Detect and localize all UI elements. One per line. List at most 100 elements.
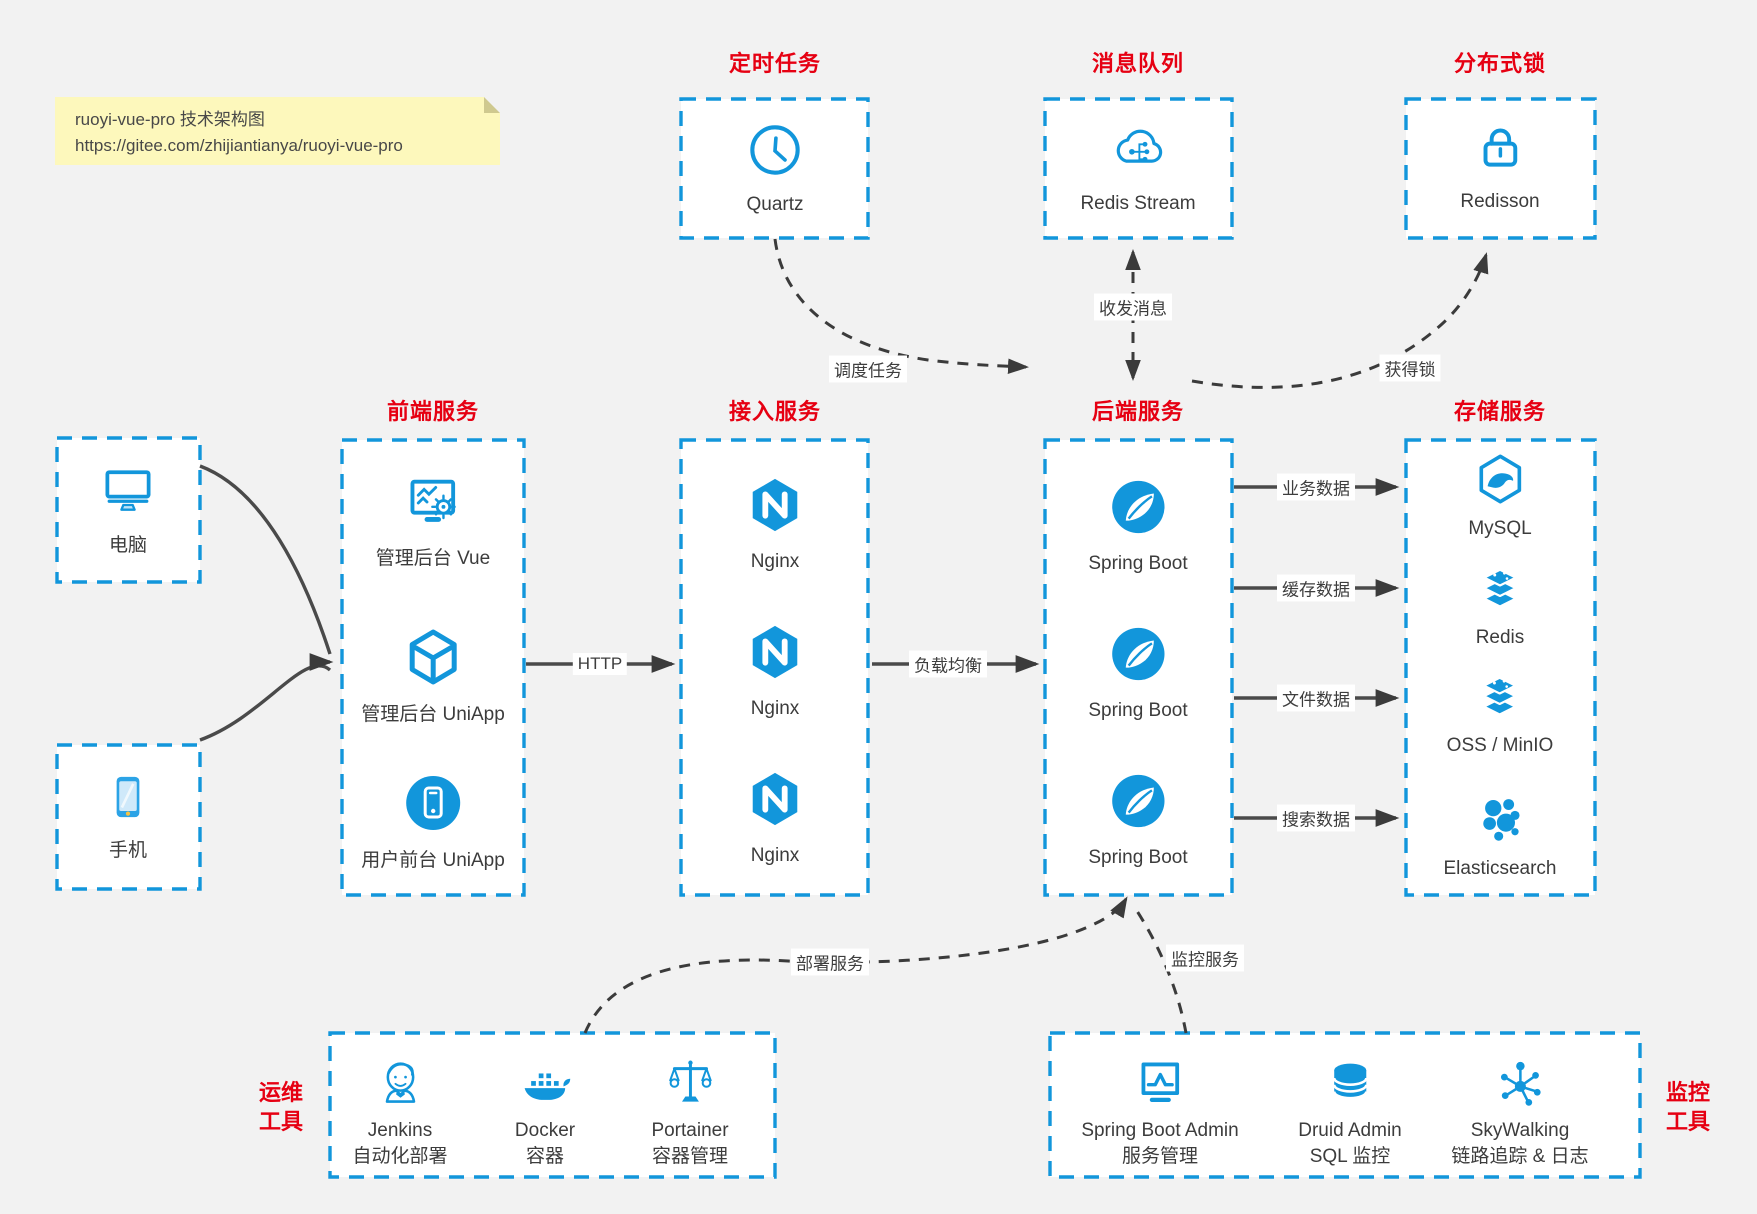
spring-boot-admin-sublabel: 服务管理 bbox=[1121, 1146, 1198, 1167]
user-uniapp-node: 用户前台 UniApp bbox=[361, 771, 505, 874]
redisson-label: Redisson bbox=[1460, 191, 1540, 212]
spring-boot-node-2: Spring Boot bbox=[1088, 623, 1188, 724]
group-title-mq: 消息队列 bbox=[1091, 51, 1185, 76]
redis-node: Redis bbox=[1472, 561, 1528, 651]
load-balance-edge-label: 负载均衡 bbox=[909, 650, 987, 678]
nginx-icon bbox=[752, 625, 798, 679]
mq-box bbox=[1043, 97, 1234, 240]
docker-sublabel: 容器 bbox=[525, 1146, 564, 1167]
database-icon bbox=[1332, 1063, 1368, 1100]
storage-stack-icon bbox=[1483, 676, 1517, 716]
mysql-label: MySQL bbox=[1468, 518, 1532, 539]
ops-side-label-line2: 工具 bbox=[258, 1109, 304, 1134]
skywalking-sublabel: 链路追踪 & 日志 bbox=[1451, 1146, 1589, 1167]
admin-vue-icon bbox=[410, 479, 456, 522]
elasticsearch-icon bbox=[1482, 799, 1520, 841]
group-title-scheduler: 定时任务 bbox=[728, 51, 822, 76]
spring-boot-node-3: Spring Boot bbox=[1088, 770, 1188, 871]
ops-side-label-line1: 运维 bbox=[258, 1080, 304, 1105]
admin-uniapp-label: 管理后台 UniApp bbox=[361, 704, 505, 725]
send-receive-msg-edge-label: 收发消息 bbox=[1094, 293, 1172, 321]
mysql-node: MySQL bbox=[1468, 450, 1532, 542]
deploy-service-arrow bbox=[583, 896, 1128, 1034]
monitor-service-arrow bbox=[1135, 910, 1188, 1034]
lock-icon bbox=[1483, 128, 1517, 167]
oss-minio-node: OSS / MinIO bbox=[1446, 669, 1554, 759]
acquire-lock-arrow bbox=[1191, 252, 1489, 389]
desktop-icon bbox=[105, 470, 151, 511]
nginx-icon bbox=[752, 478, 798, 532]
file-data-edge-label: 文件数据 bbox=[1277, 684, 1355, 712]
note-line2: https://gitee.com/zhijiantianya/ruoyi-vu… bbox=[75, 136, 403, 155]
nginx-label-1: Nginx bbox=[750, 551, 800, 572]
note-line1: ruoyi-vue-pro 技术架构图 bbox=[75, 110, 265, 129]
cloud-stream-icon bbox=[1116, 129, 1162, 163]
portainer-sublabel: 容器管理 bbox=[651, 1146, 729, 1167]
monitoring-side-label: 监控 工具 bbox=[1666, 1078, 1710, 1136]
nginx-icon bbox=[752, 772, 798, 826]
redisson-node: Redisson bbox=[1460, 120, 1540, 215]
scheduler-box bbox=[679, 97, 870, 240]
group-title-frontend: 前端服务 bbox=[386, 399, 480, 424]
redis-stream-node: Redis Stream bbox=[1080, 118, 1196, 217]
search-data-edge-label: 搜索数据 bbox=[1277, 804, 1355, 832]
phone-icon bbox=[116, 776, 140, 818]
druid-admin-sublabel: SQL 监控 bbox=[1309, 1146, 1391, 1167]
user-app-icon bbox=[405, 776, 460, 830]
group-title-storage: 存储服务 bbox=[1453, 399, 1547, 424]
user-uniapp-label: 用户前台 UniApp bbox=[361, 850, 505, 871]
deploy-service-edge-label: 部署服务 bbox=[791, 948, 869, 976]
schedule-task-arrow bbox=[773, 238, 1029, 375]
elasticsearch-label: Elasticsearch bbox=[1443, 858, 1557, 879]
spring-icon bbox=[1111, 774, 1165, 828]
skywalking-label: SkyWalking bbox=[1470, 1120, 1570, 1141]
admin-uniapp-node: 管理后台 UniApp bbox=[361, 625, 505, 728]
monitoring-box bbox=[1048, 1031, 1642, 1179]
spring-boot-admin-label: Spring Boot Admin bbox=[1081, 1120, 1239, 1141]
spring-icon bbox=[1111, 627, 1165, 681]
redis-stream-label: Redis Stream bbox=[1080, 193, 1196, 214]
admin-vue-label: 管理后台 Vue bbox=[375, 548, 491, 569]
spring-boot-label-1: Spring Boot bbox=[1088, 553, 1188, 574]
lock-box bbox=[1404, 97, 1597, 240]
jenkins-icon bbox=[385, 1062, 415, 1103]
computer-label: 电脑 bbox=[108, 535, 147, 556]
ops-side-label: 运维 工具 bbox=[259, 1078, 303, 1136]
jenkins-sublabel: 自动化部署 bbox=[352, 1146, 448, 1167]
oss-minio-label: OSS / MinIO bbox=[1446, 735, 1554, 756]
computer-to-frontend-arrow bbox=[199, 464, 332, 655]
spring-boot-node-1: Spring Boot bbox=[1088, 476, 1188, 577]
nginx-node-1: Nginx bbox=[744, 474, 806, 575]
cache-data-edge-label: 缓存数据 bbox=[1277, 574, 1355, 602]
quartz-label: Quartz bbox=[746, 194, 804, 215]
phone-node: 手机 bbox=[100, 769, 156, 864]
computer-node: 电脑 bbox=[98, 460, 158, 559]
docker-icon bbox=[524, 1072, 571, 1100]
spring-boot-label-2: Spring Boot bbox=[1088, 700, 1188, 721]
nginx-node-3: Nginx bbox=[744, 768, 806, 869]
redis-label: Redis bbox=[1475, 627, 1525, 648]
docker-label: Docker bbox=[514, 1120, 576, 1141]
monitor-service-edge-label: 监控服务 bbox=[1166, 944, 1244, 972]
group-title-lock: 分布式锁 bbox=[1453, 51, 1547, 76]
business-data-edge-label: 业务数据 bbox=[1277, 473, 1355, 501]
nginx-label-3: Nginx bbox=[750, 845, 800, 866]
spring-icon bbox=[1111, 480, 1165, 534]
quartz-node: Quartz bbox=[746, 121, 804, 218]
redis-stack-icon bbox=[1483, 568, 1517, 608]
monitoring-side-label-line2: 工具 bbox=[1665, 1109, 1711, 1134]
elasticsearch-node: Elasticsearch bbox=[1444, 790, 1557, 882]
ops-box bbox=[328, 1031, 777, 1179]
sticky-note: ruoyi-vue-pro 技术架构图 https://gitee.com/zh… bbox=[55, 97, 500, 165]
jenkins-node: Jenkins 自动化部署 bbox=[352, 1056, 448, 1170]
phone-label: 手机 bbox=[108, 840, 147, 861]
portainer-label: Portainer bbox=[651, 1120, 729, 1141]
http-edge-label: HTTP bbox=[572, 653, 628, 675]
spring-boot-label-3: Spring Boot bbox=[1088, 847, 1188, 868]
admin-vue-node: 管理后台 Vue bbox=[376, 471, 490, 572]
druid-admin-node: Druid Admin SQL 监控 bbox=[1298, 1056, 1402, 1170]
group-title-backend: 后端服务 bbox=[1091, 399, 1185, 424]
nginx-node-2: Nginx bbox=[744, 621, 806, 722]
spring-boot-admin-node: Spring Boot Admin 服务管理 bbox=[1081, 1056, 1239, 1170]
